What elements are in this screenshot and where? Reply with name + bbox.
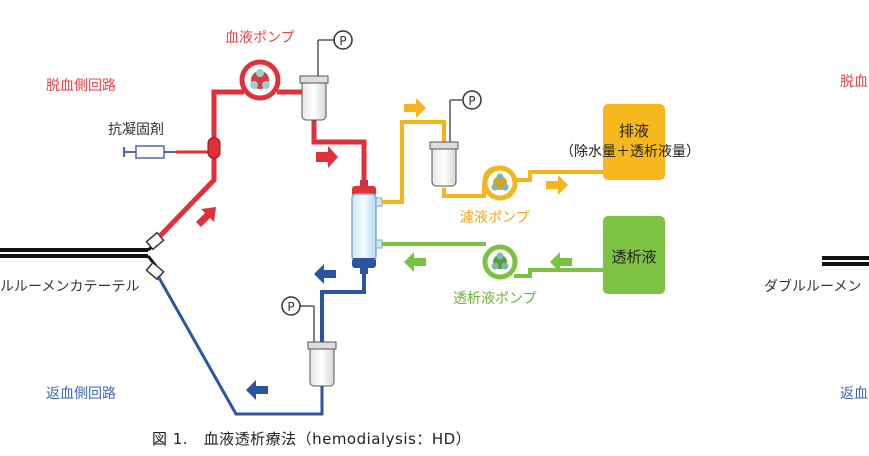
arrow-left-icon [404,252,426,272]
right-catheter-label: ダブルルーメン [764,278,861,295]
arterial-line [158,89,367,238]
arrow-left-icon [550,252,572,272]
filtrate-pump-label: 濾液ポンプ [460,210,530,226]
right-arterial-label: 脱血 [840,74,868,90]
dialysate-pump [482,244,518,280]
pressure-gauge-icon: P [462,90,482,110]
svg-text:P: P [339,34,346,48]
catheter [0,231,165,281]
pressure-gauge-icon: P [281,296,301,316]
dialysate-pump-label: 透析液ポンプ [453,291,537,307]
effluent-box [603,104,665,180]
dialysate-line [382,242,606,278]
catheter-label: ルルーメンカテーテル [0,279,139,295]
venous-circuit-label: 返血側回路 [46,386,116,402]
right-figure-fragment [822,256,869,266]
blood-pump-label: 血液ポンプ [225,30,295,46]
dialysate-box [603,216,665,294]
effluent-label: 排液 [619,122,649,140]
anticoagulant-label: 抗凝固剤 [108,122,164,138]
dialyzer [351,180,383,274]
filtrate-pump [482,165,518,201]
effluent-note: （除水量＋透析液量） [560,144,700,160]
figure-caption: 図 1. 血液透析療法（hemodialysis：HD） [152,430,472,448]
right-venous-label: 返血 [840,386,868,402]
arrow-right-icon [316,146,338,168]
arrow-up-right-icon [196,207,216,227]
svg-text:P: P [468,94,475,108]
arrow-left-icon [314,264,336,284]
arrow-left-icon [246,380,268,400]
filtrate-drip-chamber [429,99,462,187]
venous-line [156,274,366,416]
dialysate-label: 透析液 [611,248,656,266]
arrow-right-icon [404,98,426,118]
arterial-circuit-label: 脱血側回路 [46,78,116,94]
pressure-gauge-icon: P [333,30,353,50]
arrow-right-icon [546,175,568,195]
svg-text:P: P [287,300,294,314]
venous-drip-chamber [300,305,337,387]
syringe-icon [123,145,176,159]
blood-pump [239,59,281,101]
arterial-drip-chamber [299,39,334,121]
